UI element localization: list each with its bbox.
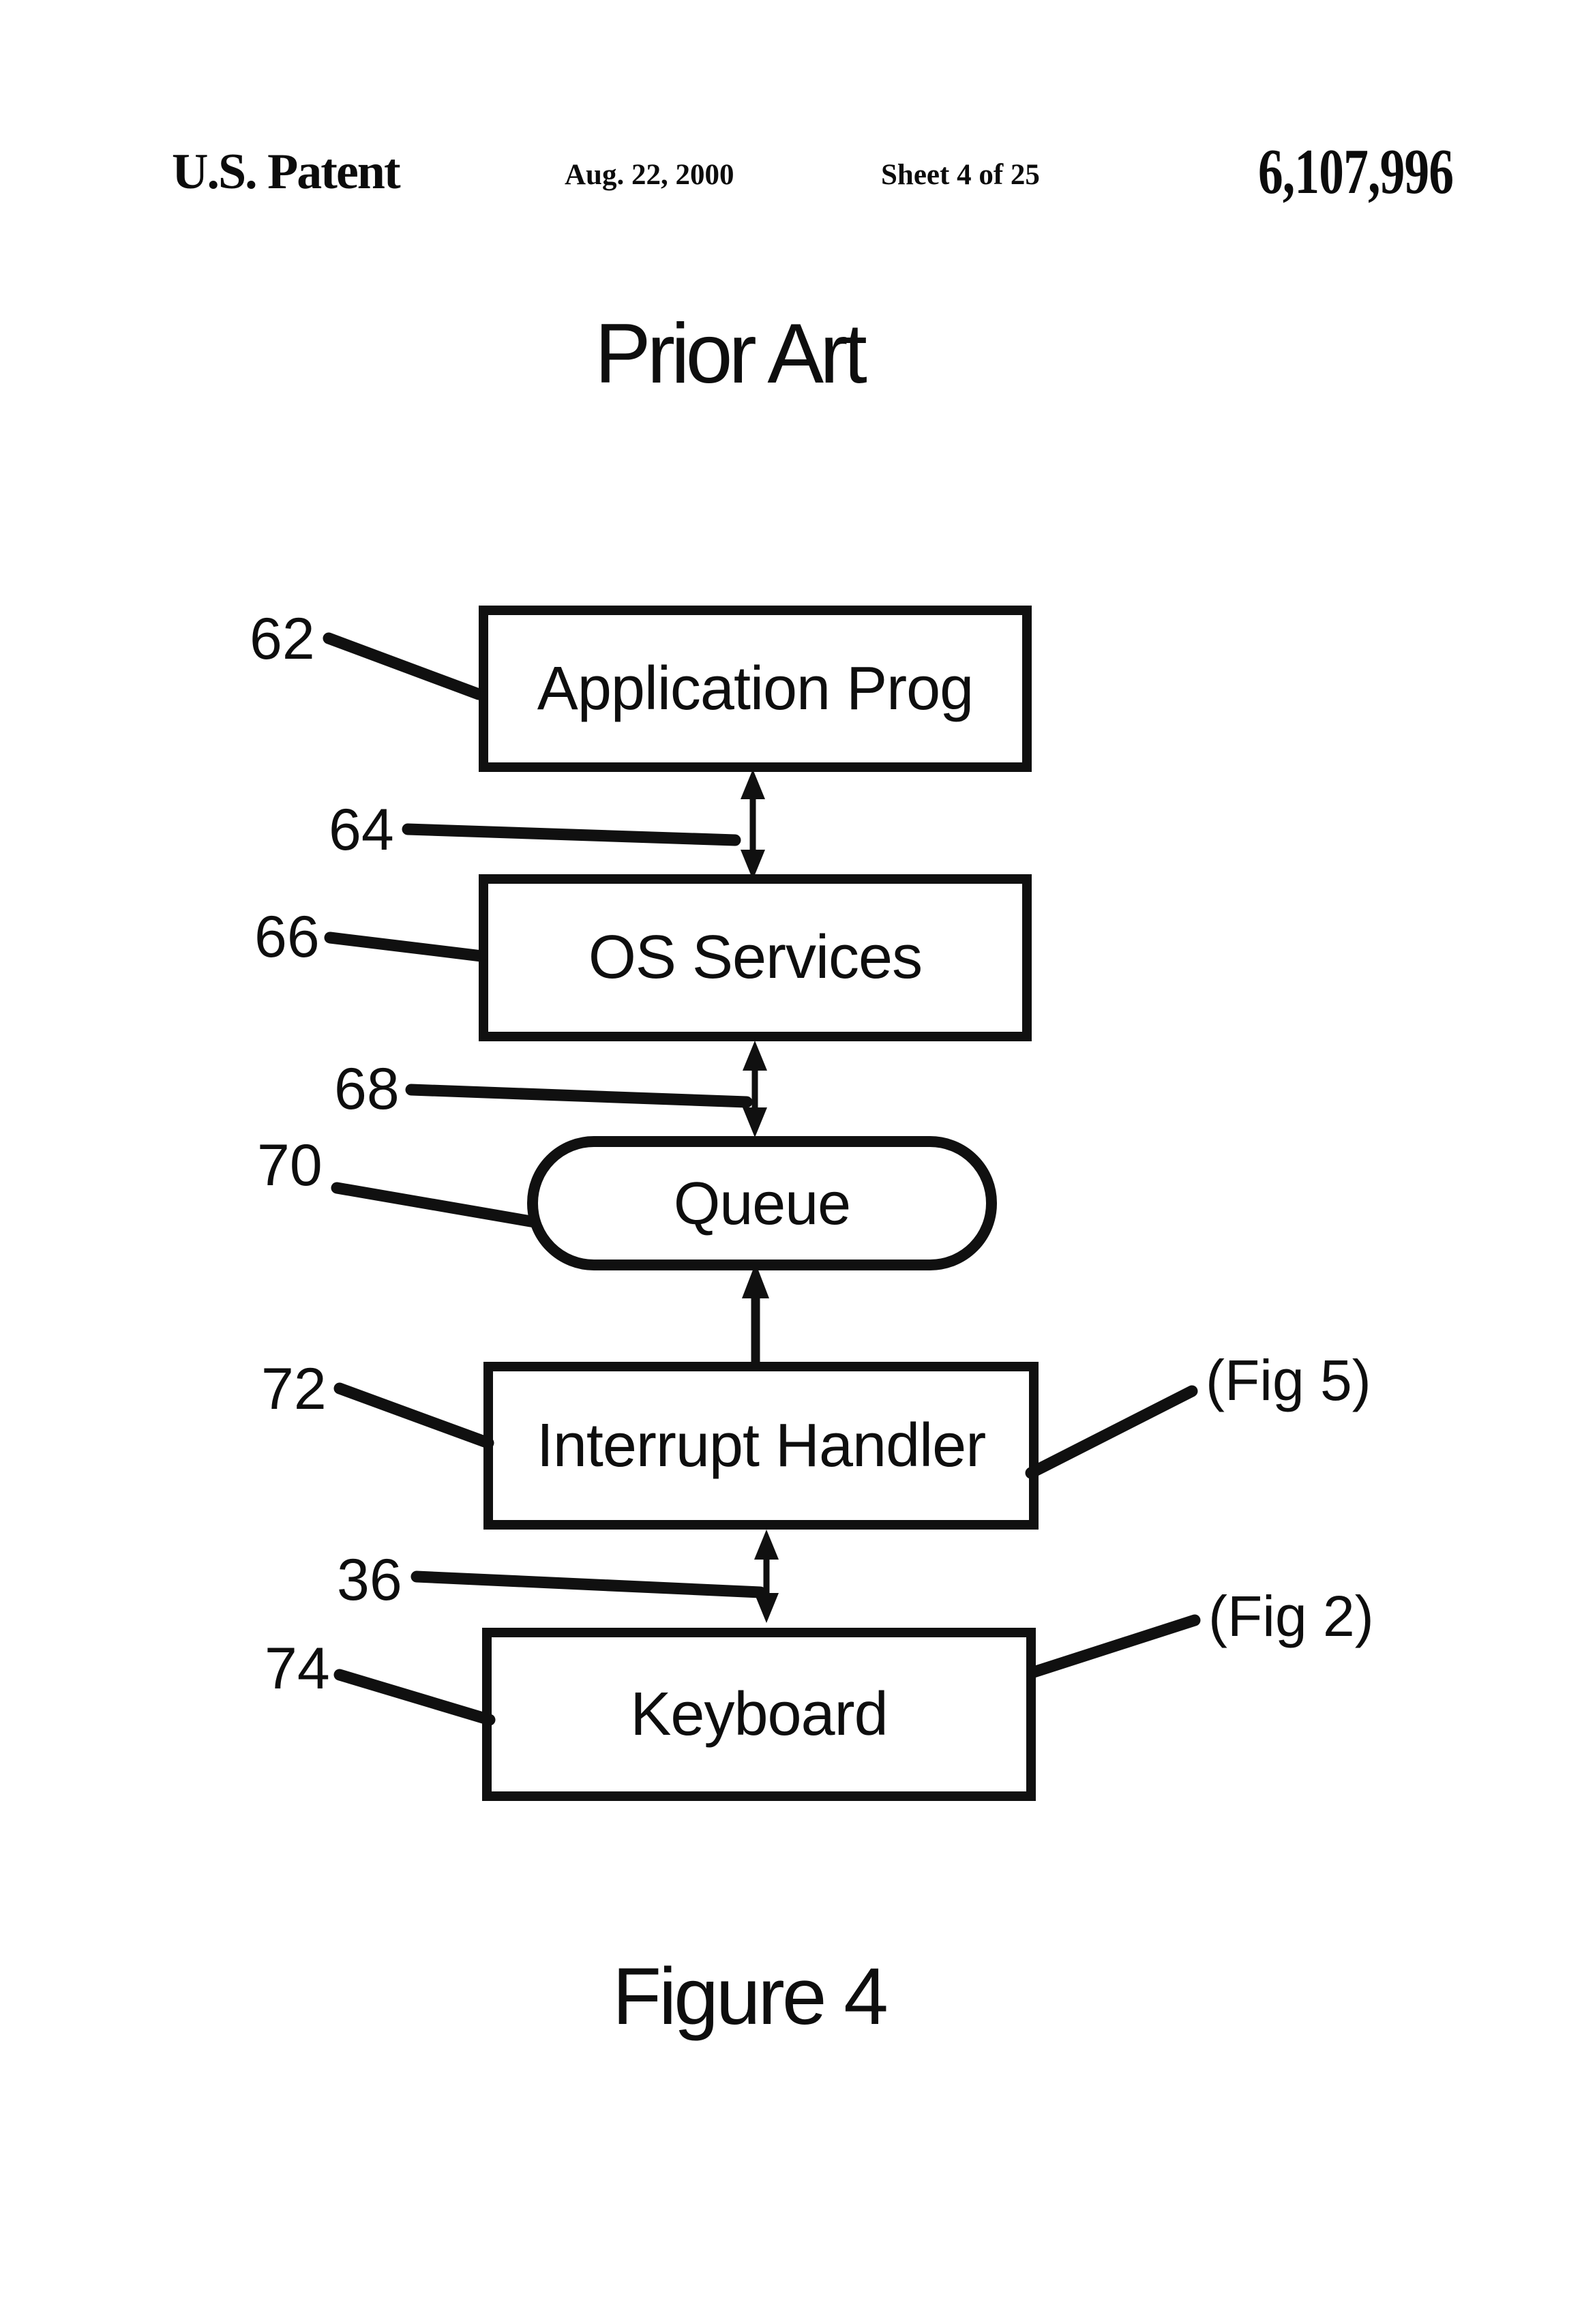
ref-36: 36 (337, 1547, 402, 1613)
queue-box (527, 1136, 997, 1270)
arrow-interrupt-keyboard (754, 1530, 779, 1623)
leader-fig2 (1028, 1614, 1201, 1678)
interrupt-handler-label: Interrupt Handler (536, 1411, 986, 1480)
leader-72 (333, 1382, 494, 1449)
prior-art-title: Prior Art (595, 307, 867, 401)
queue-label: Queue (673, 1169, 851, 1237)
leader-62 (323, 632, 485, 700)
fig2-note: (Fig 2) (1208, 1584, 1374, 1648)
header-sheet-info: Sheet 4 of 25 (881, 159, 1040, 191)
leader-68 (405, 1084, 753, 1108)
ref-66: 66 (254, 904, 320, 970)
ref-62: 62 (250, 606, 315, 672)
arrow-os-queue (743, 1041, 767, 1137)
ref-68: 68 (334, 1056, 400, 1122)
header-patent-label: U.S. Patent (172, 144, 401, 200)
leader-64 (402, 823, 741, 846)
application-prog-label: Application Prog (537, 654, 974, 723)
leader-74 (333, 1669, 496, 1726)
ref-72: 72 (261, 1356, 327, 1422)
leader-66 (324, 932, 488, 962)
fig5-note: (Fig 5) (1206, 1348, 1371, 1412)
header-patent-number: 6,107,996 (1258, 136, 1454, 207)
leader-70 (331, 1182, 541, 1228)
application-prog-box (479, 606, 1032, 772)
figure-caption: Figure 4 (612, 1952, 889, 2042)
leader-36 (411, 1570, 766, 1598)
ref-74: 74 (265, 1636, 330, 1701)
os-services-label: OS Services (588, 923, 923, 992)
arrow-app-os (741, 769, 765, 880)
ref-70: 70 (257, 1133, 323, 1198)
leader-fig5 (1025, 1385, 1198, 1479)
keyboard-label: Keyboard (630, 1680, 888, 1748)
arrow-interrupt-queue (742, 1263, 769, 1367)
ref-64: 64 (329, 797, 394, 863)
header-date: Aug. 22, 2000 (565, 159, 734, 191)
